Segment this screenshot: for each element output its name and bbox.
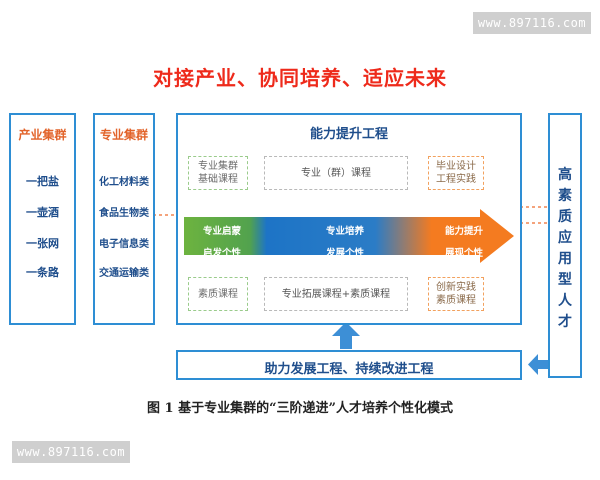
major-courses-label: 专业（群）课程: [301, 167, 371, 179]
major-item-electronic: 电子信息类: [99, 239, 149, 250]
talent-outcome-title: 高 素 质 应 用 型 人 才: [550, 165, 580, 333]
support-program-box: 助力发展工程、持续改进工程: [176, 350, 522, 380]
graduation-practice-line1: 毕业设计: [436, 161, 476, 172]
extension-courses-box: 专业拓展课程+素质课程: [264, 277, 408, 311]
figure-caption: 图 1 基于专业集群的“三阶递进”人才培养个性化模式: [146, 401, 454, 416]
up-arrow-icon: [332, 322, 360, 349]
stage-enlighten-line2: 启发个性: [202, 248, 241, 259]
industry-item-salt: 一把盐: [26, 175, 59, 188]
foundation-courses-line1: 专业集群: [198, 161, 238, 172]
talent-outcome-box: 高 素 质 应 用 型 人 才: [548, 113, 582, 378]
talent-char-7: 人: [558, 293, 572, 309]
industry-item-net: 一张网: [26, 237, 59, 250]
extension-courses-label: 专业拓展课程+素质课程: [281, 288, 391, 300]
major-courses-box: 专业（群）课程: [264, 156, 408, 190]
innovation-practice-line2: 素质课程: [436, 295, 476, 306]
industry-cluster-box: 产业集群 一把盐 一壶酒 一张网 一条路: [9, 113, 76, 325]
major-item-chemical: 化工材料类: [99, 177, 149, 188]
ability-program-box: 能力提升工程 专业集群基础课程 专业（群）课程 毕业设计工程实践 专业启蒙: [176, 113, 522, 325]
innovation-practice-line1: 创新实践: [436, 282, 476, 293]
major-cluster-box: 专业集群 化工材料类 食品生物类 电子信息类 交通运输类: [93, 113, 155, 325]
quality-courses-box: 素质课程: [188, 277, 248, 311]
stage-enlighten: 专业启蒙 启发个性: [192, 221, 252, 265]
stage-develop-line1: 专业培养: [325, 226, 364, 237]
innovation-practice-box: 创新实践素质课程: [428, 277, 484, 311]
graduation-practice-box: 毕业设计工程实践: [428, 156, 484, 190]
stage-showcase-line2: 展现个性: [444, 248, 483, 259]
industry-cluster-title: 产业集群: [18, 128, 67, 142]
industry-item-wine: 一壶酒: [26, 206, 59, 219]
talent-char-5: 用: [558, 251, 572, 267]
stage-develop: 专业培养 发展个性: [310, 221, 380, 265]
stage-develop-line2: 发展个性: [325, 248, 364, 259]
graduation-practice-line2: 工程实践: [436, 174, 476, 185]
watermark-top: www.897116.com: [473, 12, 591, 34]
main-title: 对接产业、协同培养、适应未来: [153, 66, 447, 90]
stage-enlighten-line1: 专业启蒙: [202, 226, 241, 237]
talent-char-8: 才: [558, 314, 572, 330]
stage-showcase-line1: 能力提升: [444, 226, 483, 237]
talent-char-1: 高: [558, 167, 572, 183]
foundation-courses-line2: 基础课程: [198, 174, 238, 185]
talent-char-2: 素: [558, 188, 572, 204]
major-item-food: 食品生物类: [99, 208, 149, 219]
major-item-transport: 交通运输类: [99, 268, 149, 279]
progression-arrow: [184, 209, 514, 263]
talent-char-4: 应: [558, 230, 572, 246]
talent-char-6: 型: [558, 272, 572, 288]
quality-courses-label: 素质课程: [198, 288, 238, 300]
watermark-bottom: www.897116.com: [12, 441, 130, 463]
support-program-title: 助力发展工程、持续改进工程: [264, 362, 434, 377]
foundation-courses-box: 专业集群基础课程: [188, 156, 248, 190]
industry-item-road: 一条路: [26, 266, 59, 279]
progression-band: 专业启蒙 启发个性 专业培养 发展个性 能力提升 展现个性: [184, 209, 514, 263]
ability-program-title: 能力提升工程: [309, 127, 388, 142]
talent-char-3: 质: [558, 209, 572, 225]
major-cluster-title: 专业集群: [99, 128, 148, 142]
left-arrow-icon: [528, 354, 548, 375]
stage-showcase: 能力提升 展现个性: [434, 221, 494, 265]
